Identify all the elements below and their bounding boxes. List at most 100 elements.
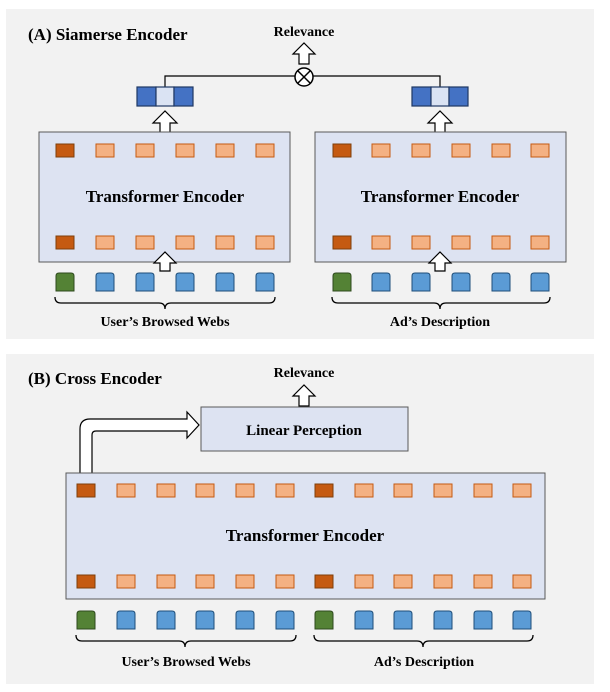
panel-a-left-encoder (38, 131, 291, 263)
linear-perception-label: Linear Perception (246, 423, 362, 439)
token (411, 143, 431, 158)
input-token (491, 272, 511, 292)
input-token (235, 610, 255, 630)
panel-a-left-input-tokens (55, 272, 275, 292)
input-token (156, 610, 176, 630)
token (354, 483, 374, 498)
token (135, 235, 155, 250)
panel-a-right-bottom-tokens (332, 235, 550, 250)
panel-a-right-input-arrow (427, 251, 453, 272)
panel-a-left-bottom-tokens (55, 235, 275, 250)
token (275, 574, 295, 589)
panel-b-left-brace (75, 634, 297, 648)
panel-a-left-input-arrow (152, 251, 178, 272)
token (195, 483, 215, 498)
token-cls (76, 574, 96, 589)
panel-a-left-output-vector (136, 86, 194, 107)
input-token (95, 272, 115, 292)
panel-a-left-top-tokens (55, 143, 275, 158)
input-token (275, 610, 295, 630)
token (255, 235, 275, 250)
linear-perception-box (200, 406, 409, 452)
token-cls (314, 574, 334, 589)
token (215, 235, 235, 250)
input-token (135, 272, 155, 292)
token (135, 143, 155, 158)
token (433, 483, 453, 498)
input-token (530, 272, 550, 292)
token (371, 235, 391, 250)
token (116, 483, 136, 498)
token-cls (332, 235, 352, 250)
token-cls (55, 235, 75, 250)
token (530, 143, 550, 158)
input-token (116, 610, 136, 630)
token (175, 143, 195, 158)
token (235, 483, 255, 498)
panel-a-title: (A) Siamerse Encoder (28, 25, 188, 44)
token (195, 574, 215, 589)
panel-a-relevance-arrow (291, 42, 317, 65)
panel-a-right-top-tokens (332, 143, 550, 158)
input-token (354, 610, 374, 630)
token (451, 235, 471, 250)
panel-b-encoder (65, 472, 546, 600)
token (491, 235, 511, 250)
panel-b-input-tokens (76, 610, 532, 630)
token (512, 574, 532, 589)
token (235, 574, 255, 589)
token (354, 574, 374, 589)
token-cls (76, 483, 96, 498)
token (473, 574, 493, 589)
input-token (393, 610, 413, 630)
input-token (215, 272, 235, 292)
token (530, 235, 550, 250)
token (116, 574, 136, 589)
token (175, 235, 195, 250)
input-token (175, 272, 195, 292)
panel-b-encoder-label: Transformer Encoder (226, 526, 385, 545)
input-token (512, 610, 532, 630)
input-token-cls (332, 272, 352, 292)
input-token (411, 272, 431, 292)
token (411, 235, 431, 250)
input-token (195, 610, 215, 630)
input-token-cls (314, 610, 334, 630)
panel-b-right-caption: Ad’s Description (374, 655, 474, 670)
input-token (433, 610, 453, 630)
panel-a-right-encoder (314, 131, 567, 263)
token (433, 574, 453, 589)
panel-a-relevance-label: Relevance (274, 25, 335, 40)
input-token (371, 272, 391, 292)
similarity-operator-icon (294, 67, 314, 87)
panel-b-relevance-label: Relevance (274, 366, 335, 381)
token (451, 143, 471, 158)
panel-a-right-encoder-label: Transformer Encoder (361, 187, 520, 206)
token (156, 483, 176, 498)
panel-b-bottom-tokens (76, 574, 532, 589)
token (95, 143, 115, 158)
panel-a-left-brace (54, 296, 276, 310)
panel-b-top-tokens (76, 483, 532, 498)
input-token (473, 610, 493, 630)
input-token-cls (76, 610, 96, 630)
panel-a-right-brace (331, 296, 551, 310)
panel-a-right-input-tokens (332, 272, 550, 292)
token (371, 143, 391, 158)
panel-b-relevance-arrow (291, 384, 317, 407)
input-token (255, 272, 275, 292)
panel-a-left-encoder-label: Transformer Encoder (86, 187, 245, 206)
panel-a-right-output-vector (411, 86, 469, 107)
token (473, 483, 493, 498)
panel-b-title: (B) Cross Encoder (28, 369, 162, 388)
token-cls (332, 143, 352, 158)
cls-to-linear-arrow (79, 410, 200, 475)
token (393, 574, 413, 589)
token (95, 235, 115, 250)
token (275, 483, 295, 498)
panel-b-left-caption: User’s Browsed Webs (121, 655, 251, 670)
token (512, 483, 532, 498)
token-cls (55, 143, 75, 158)
panel-a-right-caption: Ad’s Description (390, 315, 490, 330)
